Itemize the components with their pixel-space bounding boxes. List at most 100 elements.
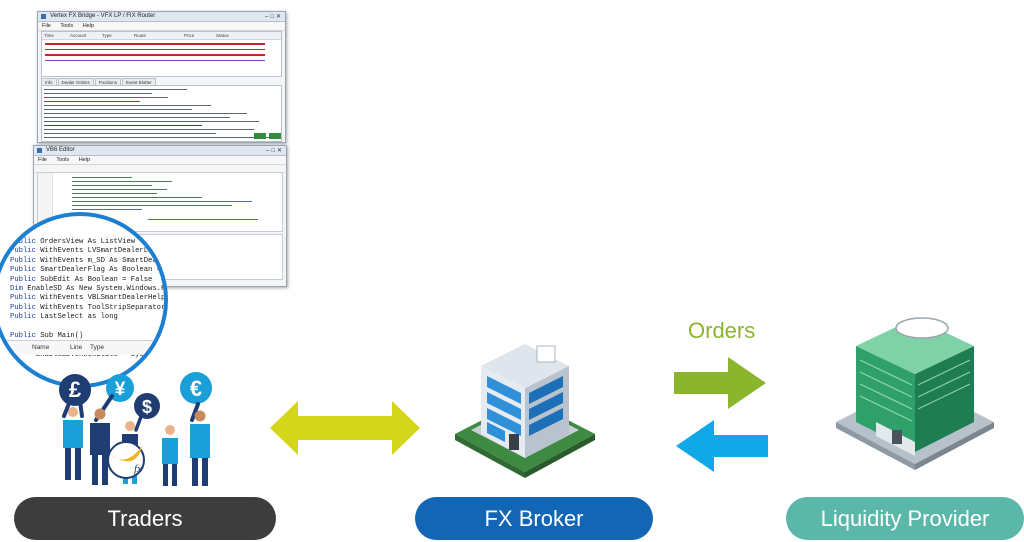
code-keyword: Public (10, 303, 36, 312)
code-keyword: Public (10, 256, 36, 265)
tab-positions[interactable]: Positions (94, 78, 122, 85)
yen-symbol: ¥ (115, 379, 126, 400)
code-line (148, 219, 258, 221)
code-line: Public WithEvents ToolStripSeparator1 As… (10, 303, 168, 313)
col-status[interactable]: Status (216, 33, 229, 38)
orders-arrow-right-icon (674, 357, 766, 409)
table-row[interactable] (42, 58, 281, 64)
code-line (72, 197, 202, 199)
code-line: Public WithEvents LVSmartDealerLog As Ne… (10, 247, 164, 256)
code-keyword: Public (10, 275, 36, 284)
footer-line: Line (70, 344, 83, 351)
log-line (44, 129, 255, 131)
magnified-footer: Name Line Type (0, 340, 164, 355)
code-text: WithEvents ToolStripSeparator1 As Ne (40, 303, 168, 312)
euro-coin (180, 372, 212, 404)
code-line: Public OrdersView As ListView (10, 238, 164, 247)
tab-event-blotter[interactable]: Event Blotter (122, 78, 156, 85)
grid-header: Time Account Type Route Price Status (42, 32, 281, 40)
log-line (44, 113, 248, 115)
code-keyword: Public (10, 247, 36, 256)
log-line (44, 89, 188, 91)
code-line (72, 189, 167, 191)
menu-help[interactable]: Help (82, 23, 94, 29)
code-keyword: Public (10, 313, 36, 322)
traders-illustration: £ ¥ $ € (59, 372, 212, 486)
code-keyword: Public (10, 294, 36, 303)
trader-figure (90, 394, 114, 485)
terminal-menu-bar: File Tools Help (38, 22, 285, 31)
log-line (44, 121, 260, 123)
code-line (72, 201, 252, 203)
traders-pill: Traders (14, 497, 276, 540)
terminal-title-bar[interactable]: Vertex FX Bridge - VFX LP / FIX Router –… (38, 12, 285, 22)
code-text: EnableSD As New System.Windows.Forms.To (27, 284, 168, 293)
code-text: SmartDealerFlag As Boolean = False (40, 266, 161, 275)
fx-broker-pill: FX Broker (415, 497, 653, 540)
app-icon (37, 148, 42, 153)
code-line (72, 185, 152, 187)
menu-tools[interactable]: Tools (60, 23, 74, 29)
connect-button[interactable] (254, 133, 266, 139)
code-keyword: Public (10, 238, 36, 246)
log-line (44, 105, 212, 107)
code-text: WithEvents m_SD As SmartDealer (35, 256, 168, 265)
editor-title-bar[interactable]: VB6 Editor –□✕ (34, 146, 286, 156)
log-line (44, 93, 152, 95)
table-row[interactable] (42, 47, 281, 53)
trader-figure (162, 425, 178, 486)
code-line (10, 323, 164, 332)
col-time[interactable]: Time (44, 33, 54, 38)
orders-label: Orders (688, 318, 756, 343)
log-tabs: Info Dealer Orders Positions Event Blott… (41, 78, 157, 85)
terminal-window: Vertex FX Bridge - VFX LP / FIX Router –… (37, 11, 286, 143)
window-controls[interactable]: –□✕ (265, 14, 283, 20)
window-controls[interactable]: –□✕ (266, 148, 284, 154)
table-row[interactable] (42, 52, 281, 58)
code-text: Sub Main() (35, 331, 84, 340)
dollar-symbol: $ (142, 397, 152, 417)
return-arrow-left-icon (676, 420, 768, 472)
menu-help[interactable]: Help (78, 157, 90, 163)
col-type[interactable]: Type (102, 33, 112, 38)
code-text: OrdersView As ListView (35, 238, 136, 246)
trader-figure (190, 402, 210, 486)
code-keyword: Public (10, 266, 36, 275)
code-line: Public LastSelect as long (10, 313, 164, 322)
tab-dealer-orders[interactable]: Dealer Orders (57, 78, 94, 85)
liquidity-provider-pill: Liquidity Provider (786, 497, 1024, 540)
code-text: LastSelect as long (35, 313, 118, 322)
code-keyword: Public (10, 331, 36, 340)
menu-tools[interactable]: Tools (56, 157, 70, 163)
code-line (72, 181, 172, 183)
col-price[interactable]: Price (184, 33, 195, 38)
table-row[interactable] (42, 41, 281, 47)
event-log[interactable] (41, 85, 282, 142)
editor-menu-bar: File Tools Help (34, 156, 286, 165)
log-line (44, 137, 272, 139)
fx-logo-icon: fx (107, 441, 145, 479)
pound-symbol: £ (69, 377, 82, 402)
send-button[interactable] (269, 133, 281, 139)
code-line (72, 205, 232, 207)
menu-file[interactable]: File (42, 23, 51, 29)
app-icon (41, 14, 46, 19)
code-line: Public SmartDealerFlag As Boolean = Fals… (10, 266, 164, 275)
code-line: Dim EnableSD As New System.Windows.Forms… (10, 284, 168, 294)
log-line (44, 109, 193, 111)
code-line: Public WithEvents m_SD As SmartDealer (10, 256, 168, 266)
col-route[interactable]: Route (134, 33, 147, 38)
code-line (72, 209, 142, 211)
menu-file[interactable]: File (38, 157, 47, 163)
tab-info[interactable]: Info (41, 78, 57, 85)
log-line (44, 101, 140, 103)
orders-grid[interactable]: Time Account Type Route Price Status (41, 31, 282, 77)
col-account[interactable]: Account (70, 33, 87, 38)
log-line (44, 133, 217, 135)
code-line: Public SubEdit As Boolean = False (10, 275, 164, 285)
footer-name: Name (32, 344, 50, 351)
log-line (44, 125, 202, 127)
footer-type: Type (90, 344, 105, 351)
code-line: Public Sub Main() (10, 331, 164, 341)
